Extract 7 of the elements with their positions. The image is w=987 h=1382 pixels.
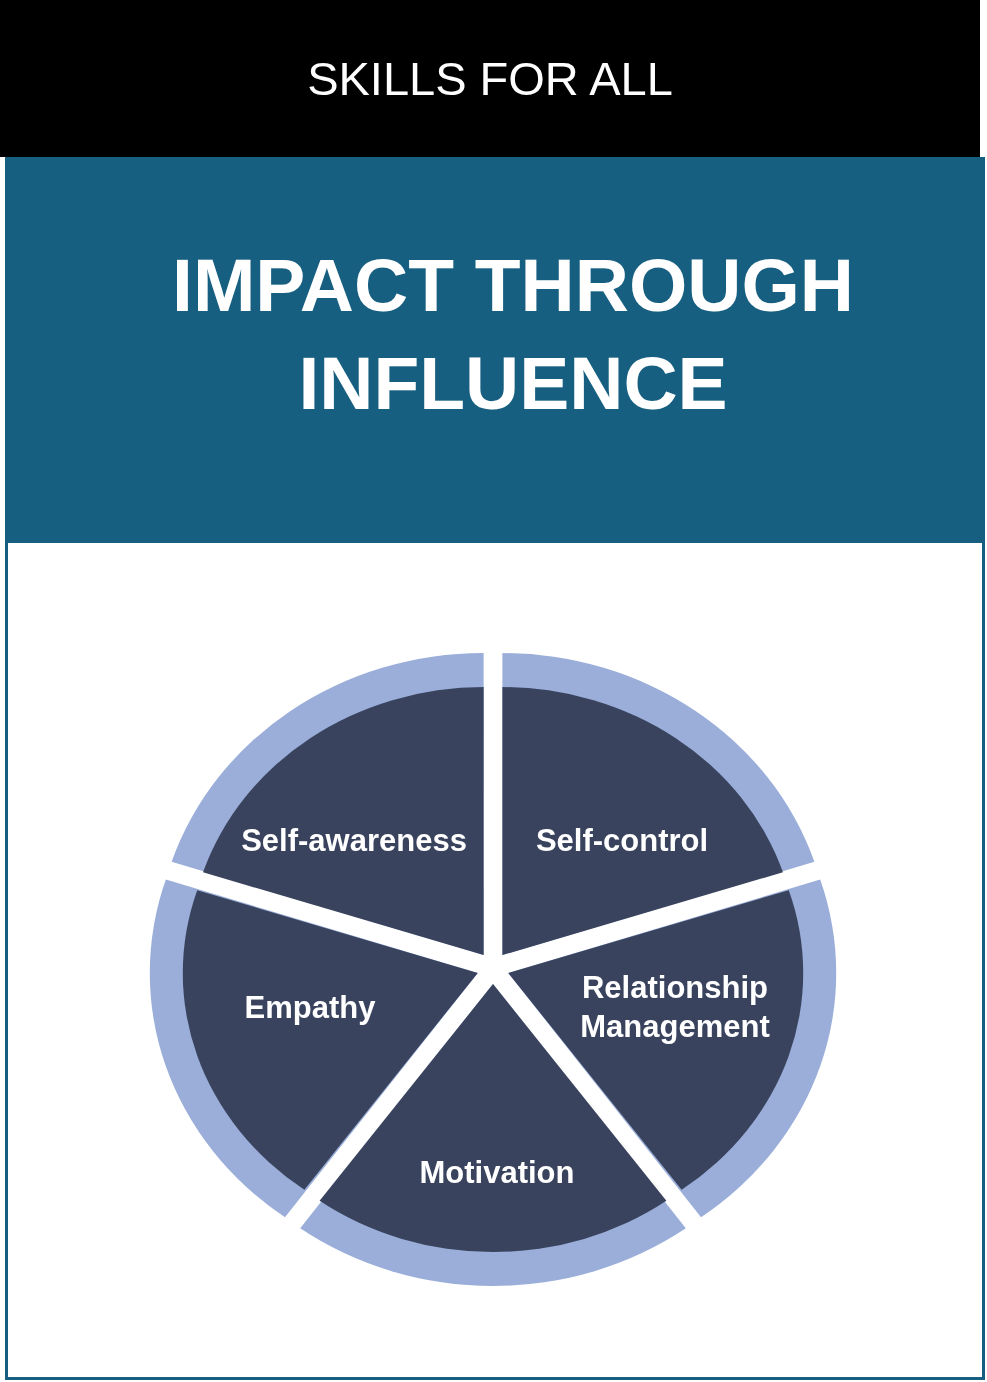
segment-label: Self-awareness [241, 821, 467, 860]
title-text: IMPACT THROUGH INFLUENCE [171, 242, 855, 427]
segment-label: Self-control [535, 821, 709, 860]
segment-label: Relationship Management [579, 969, 771, 1046]
segment-label: Empathy [244, 988, 376, 1027]
segment-label: Motivation [419, 1153, 575, 1192]
header-text: SKILLS FOR ALL [307, 50, 673, 107]
